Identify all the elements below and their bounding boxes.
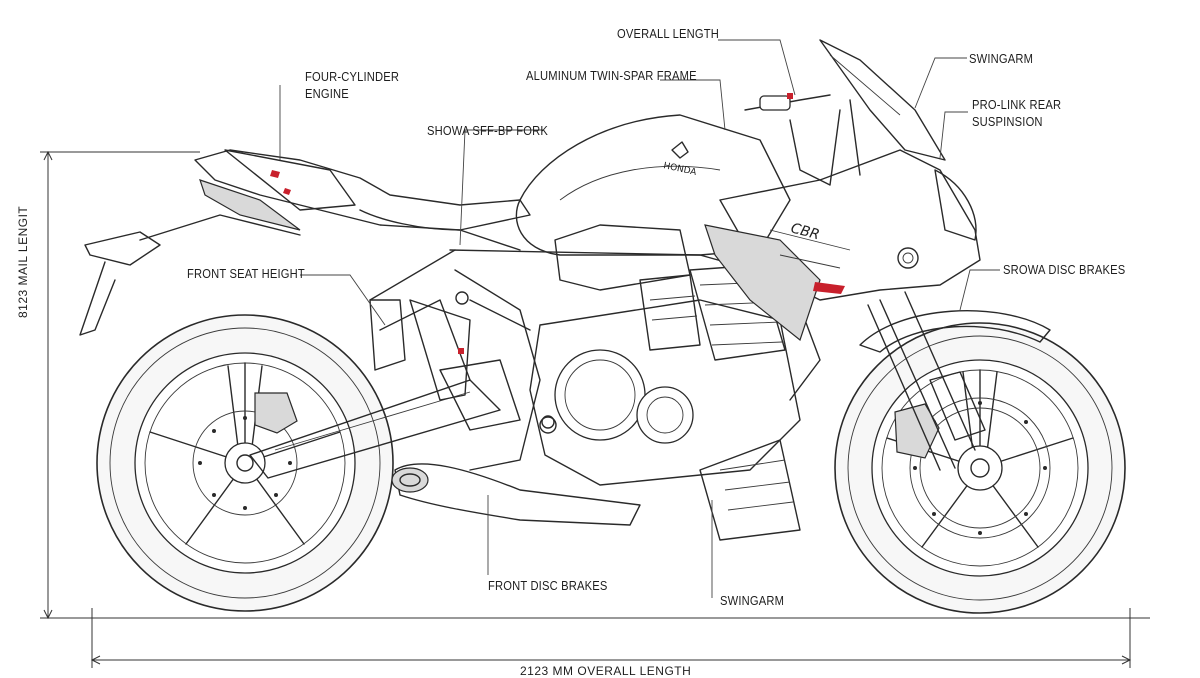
- front-disc-brakes-label: FRONT DISC BRAKES: [488, 578, 608, 593]
- fuel-tank: [515, 114, 791, 291]
- exhaust: [391, 463, 641, 526]
- front-wheel: [834, 322, 1126, 614]
- height-dimension: [40, 150, 1150, 620]
- pro-link-line2: SUSPINSION: [972, 114, 1043, 129]
- four-cylinder-engine-label: FOUR-CYLINDER ENGINE: [305, 68, 399, 102]
- fairing-logo-text: CBR: [789, 220, 821, 243]
- tank-logo-text: HONDA: [662, 161, 698, 178]
- handlebar: [744, 93, 861, 186]
- pro-link-line1: PRO-LINK REAR: [972, 97, 1062, 112]
- engine: [529, 264, 801, 541]
- swingarm-bottom-label: SWINGARM: [720, 593, 785, 608]
- showa-fork-label: SHOWA SFF-BP FORK: [427, 123, 548, 138]
- rear-wheel: [96, 314, 394, 612]
- length-dimension-label: 2123 MM OVERALL LENGTH: [520, 664, 692, 678]
- height-dimension-label: 8123 MAIL LENGIT: [16, 205, 30, 318]
- front-fairing: [704, 39, 981, 342]
- aluminum-frame-label: ALUMINUM TWIN-SPAR FRAME: [526, 68, 697, 83]
- front-disc-holes: [913, 401, 1047, 535]
- swingarm-top-label: SWINGARM: [969, 51, 1034, 66]
- overall-length-label: OVERALL LENGTH: [617, 26, 720, 41]
- four-cylinder-line2: ENGINE: [305, 86, 349, 101]
- rear-suspension: [369, 291, 555, 429]
- front-fork: [867, 291, 986, 471]
- tank-wing-emblem: [671, 141, 689, 159]
- length-dimension: [90, 608, 1132, 668]
- front-seat-height-label: FRONT SEAT HEIGHT: [187, 266, 305, 281]
- four-cylinder-line1: FOUR-CYLINDER: [305, 69, 400, 84]
- leader-lines: [279, 39, 1000, 598]
- seat-and-tail: [79, 149, 531, 336]
- srowa-disc-brakes-label: SROWA DISC BRAKES: [1003, 262, 1126, 277]
- swingarm-part: [249, 359, 521, 479]
- front-fender: [859, 310, 1051, 353]
- pro-link-label: PRO-LINK REAR SUSPINSION: [972, 96, 1061, 130]
